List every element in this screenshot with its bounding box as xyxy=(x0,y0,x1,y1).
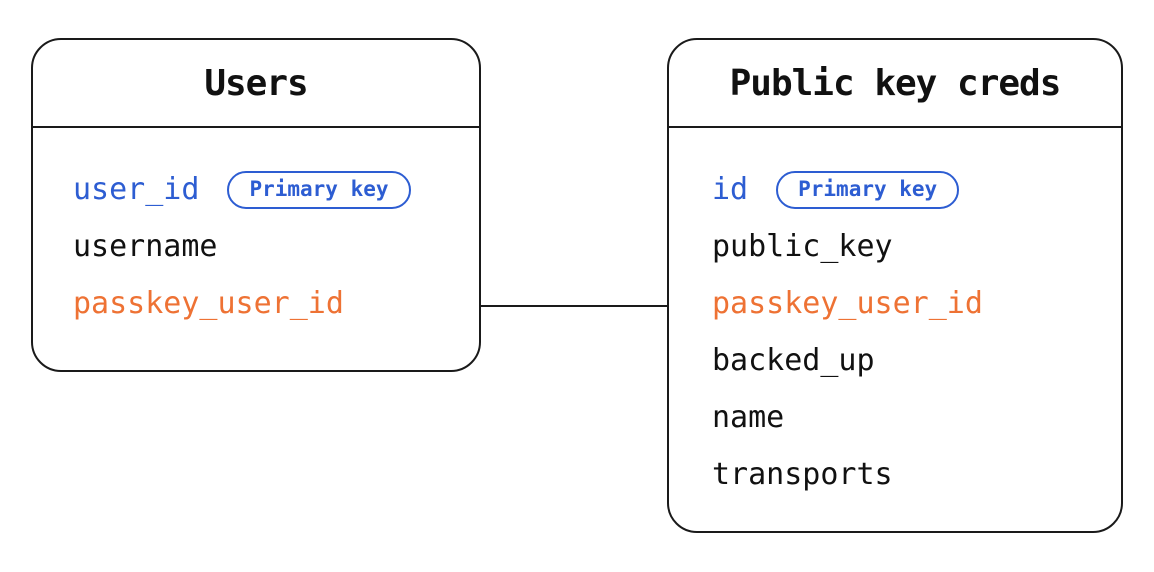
table-title: Public key creds xyxy=(729,62,1062,104)
primary-key-badge: Primary key xyxy=(227,170,411,209)
field-row-transports: transports xyxy=(669,446,1121,503)
table-users-header: Users xyxy=(33,40,479,128)
primary-key-badge: Primary key xyxy=(776,170,960,209)
field-row-backed-up: backed_up xyxy=(669,332,1121,389)
table-public-key-creds-rows: id Primary key public_key passkey_user_i… xyxy=(669,128,1121,503)
field-name: transports xyxy=(712,457,893,492)
field-name: backed_up xyxy=(712,343,875,378)
field-name: user_id xyxy=(73,172,200,207)
field-row-passkey-user-id: passkey_user_id xyxy=(33,275,479,332)
table-title: Users xyxy=(204,62,308,104)
field-name: public_key xyxy=(712,229,893,264)
field-name: id xyxy=(712,172,749,207)
field-row-public-key: public_key xyxy=(669,218,1121,275)
table-public-key-creds: Public key creds id Primary key public_k… xyxy=(667,38,1123,533)
field-name: username xyxy=(73,229,218,264)
field-name: passkey_user_id xyxy=(73,286,344,321)
field-row-username: username xyxy=(33,218,479,275)
field-row-name: name xyxy=(669,389,1121,446)
field-row-user-id: user_id Primary key xyxy=(33,161,479,218)
field-name: name xyxy=(712,400,785,435)
table-users: Users user_id Primary key username passk… xyxy=(31,38,481,372)
table-users-rows: user_id Primary key username passkey_use… xyxy=(33,128,479,332)
relation-line xyxy=(481,305,667,307)
field-row-id: id Primary key xyxy=(669,161,1121,218)
field-name: passkey_user_id xyxy=(712,286,983,321)
table-public-key-creds-header: Public key creds xyxy=(669,40,1121,128)
field-row-passkey-user-id: passkey_user_id xyxy=(669,275,1121,332)
